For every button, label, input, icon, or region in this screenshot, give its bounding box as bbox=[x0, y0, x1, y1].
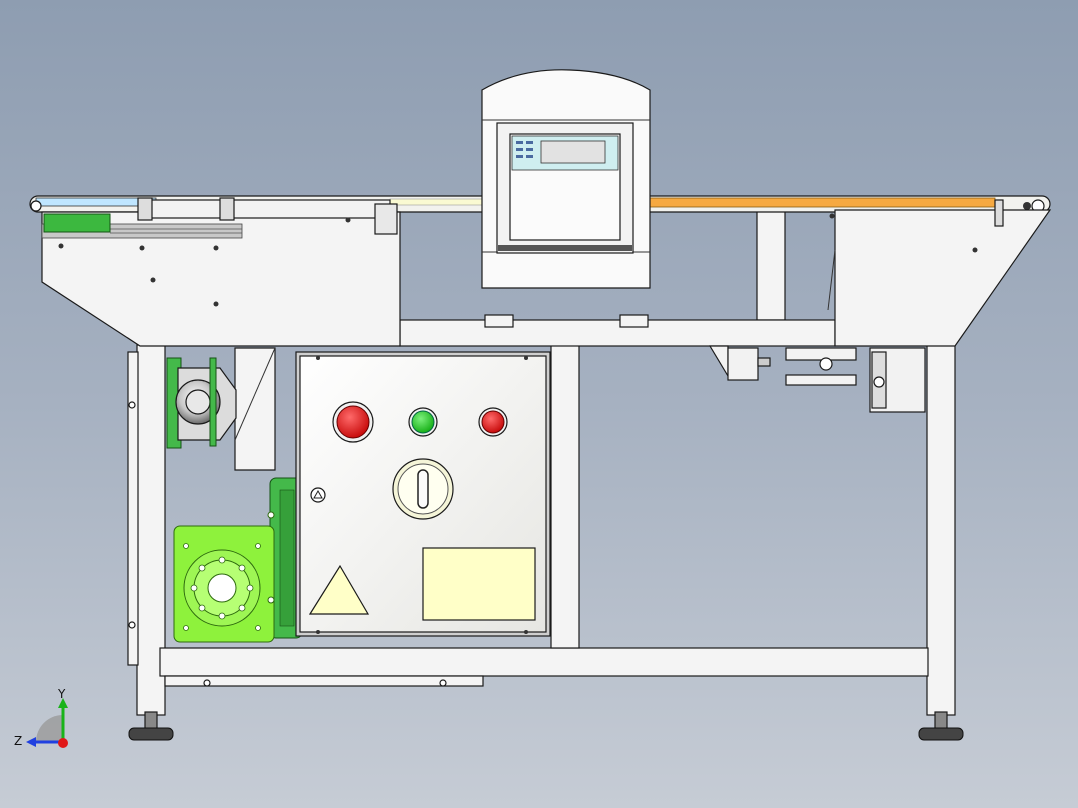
axis-label-z: Z bbox=[14, 734, 22, 748]
frame bbox=[127, 204, 956, 716]
warning-indicator-icon bbox=[310, 487, 326, 503]
bolt bbox=[128, 621, 136, 629]
bolt bbox=[439, 679, 447, 687]
bolt bbox=[203, 679, 211, 687]
linear-bearing-block bbox=[43, 213, 111, 233]
lower-bracket bbox=[164, 675, 484, 687]
left-roller bbox=[30, 200, 42, 212]
bearing-assembly bbox=[166, 347, 276, 471]
bolt bbox=[128, 401, 136, 409]
warning-triangle-icon bbox=[308, 564, 370, 615]
gear-motor bbox=[173, 477, 303, 643]
middle-post bbox=[550, 344, 580, 649]
crossbar-clip-left bbox=[484, 314, 514, 328]
lower-crossbar bbox=[159, 647, 929, 677]
detector-display bbox=[540, 140, 606, 164]
right-leg bbox=[926, 344, 956, 716]
crossbar-clip-right bbox=[619, 314, 649, 328]
x-axis-dot bbox=[58, 738, 68, 748]
right-foot bbox=[918, 711, 964, 741]
selector-switch[interactable] bbox=[392, 458, 454, 520]
motor-shaft-icon bbox=[207, 573, 237, 603]
right-conveyor-plate bbox=[827, 199, 1052, 347]
red-stop-button[interactable] bbox=[332, 401, 374, 443]
nameplate-label bbox=[422, 547, 536, 621]
left-side-plate bbox=[127, 351, 139, 666]
green-start-button[interactable] bbox=[408, 407, 438, 437]
belt-orange-section bbox=[649, 197, 996, 208]
axis-triad[interactable]: Y Z bbox=[14, 687, 68, 748]
sensor-brackets bbox=[708, 345, 926, 413]
upper-crossbar bbox=[399, 319, 836, 347]
upper-post bbox=[756, 204, 786, 321]
axis-label-y: Y bbox=[57, 687, 66, 701]
red-indicator-light bbox=[478, 407, 508, 437]
metal-detector-head bbox=[481, 69, 651, 289]
left-conveyor-plate bbox=[41, 197, 401, 347]
pneumatic-cylinder bbox=[139, 199, 391, 219]
left-foot bbox=[128, 711, 174, 741]
